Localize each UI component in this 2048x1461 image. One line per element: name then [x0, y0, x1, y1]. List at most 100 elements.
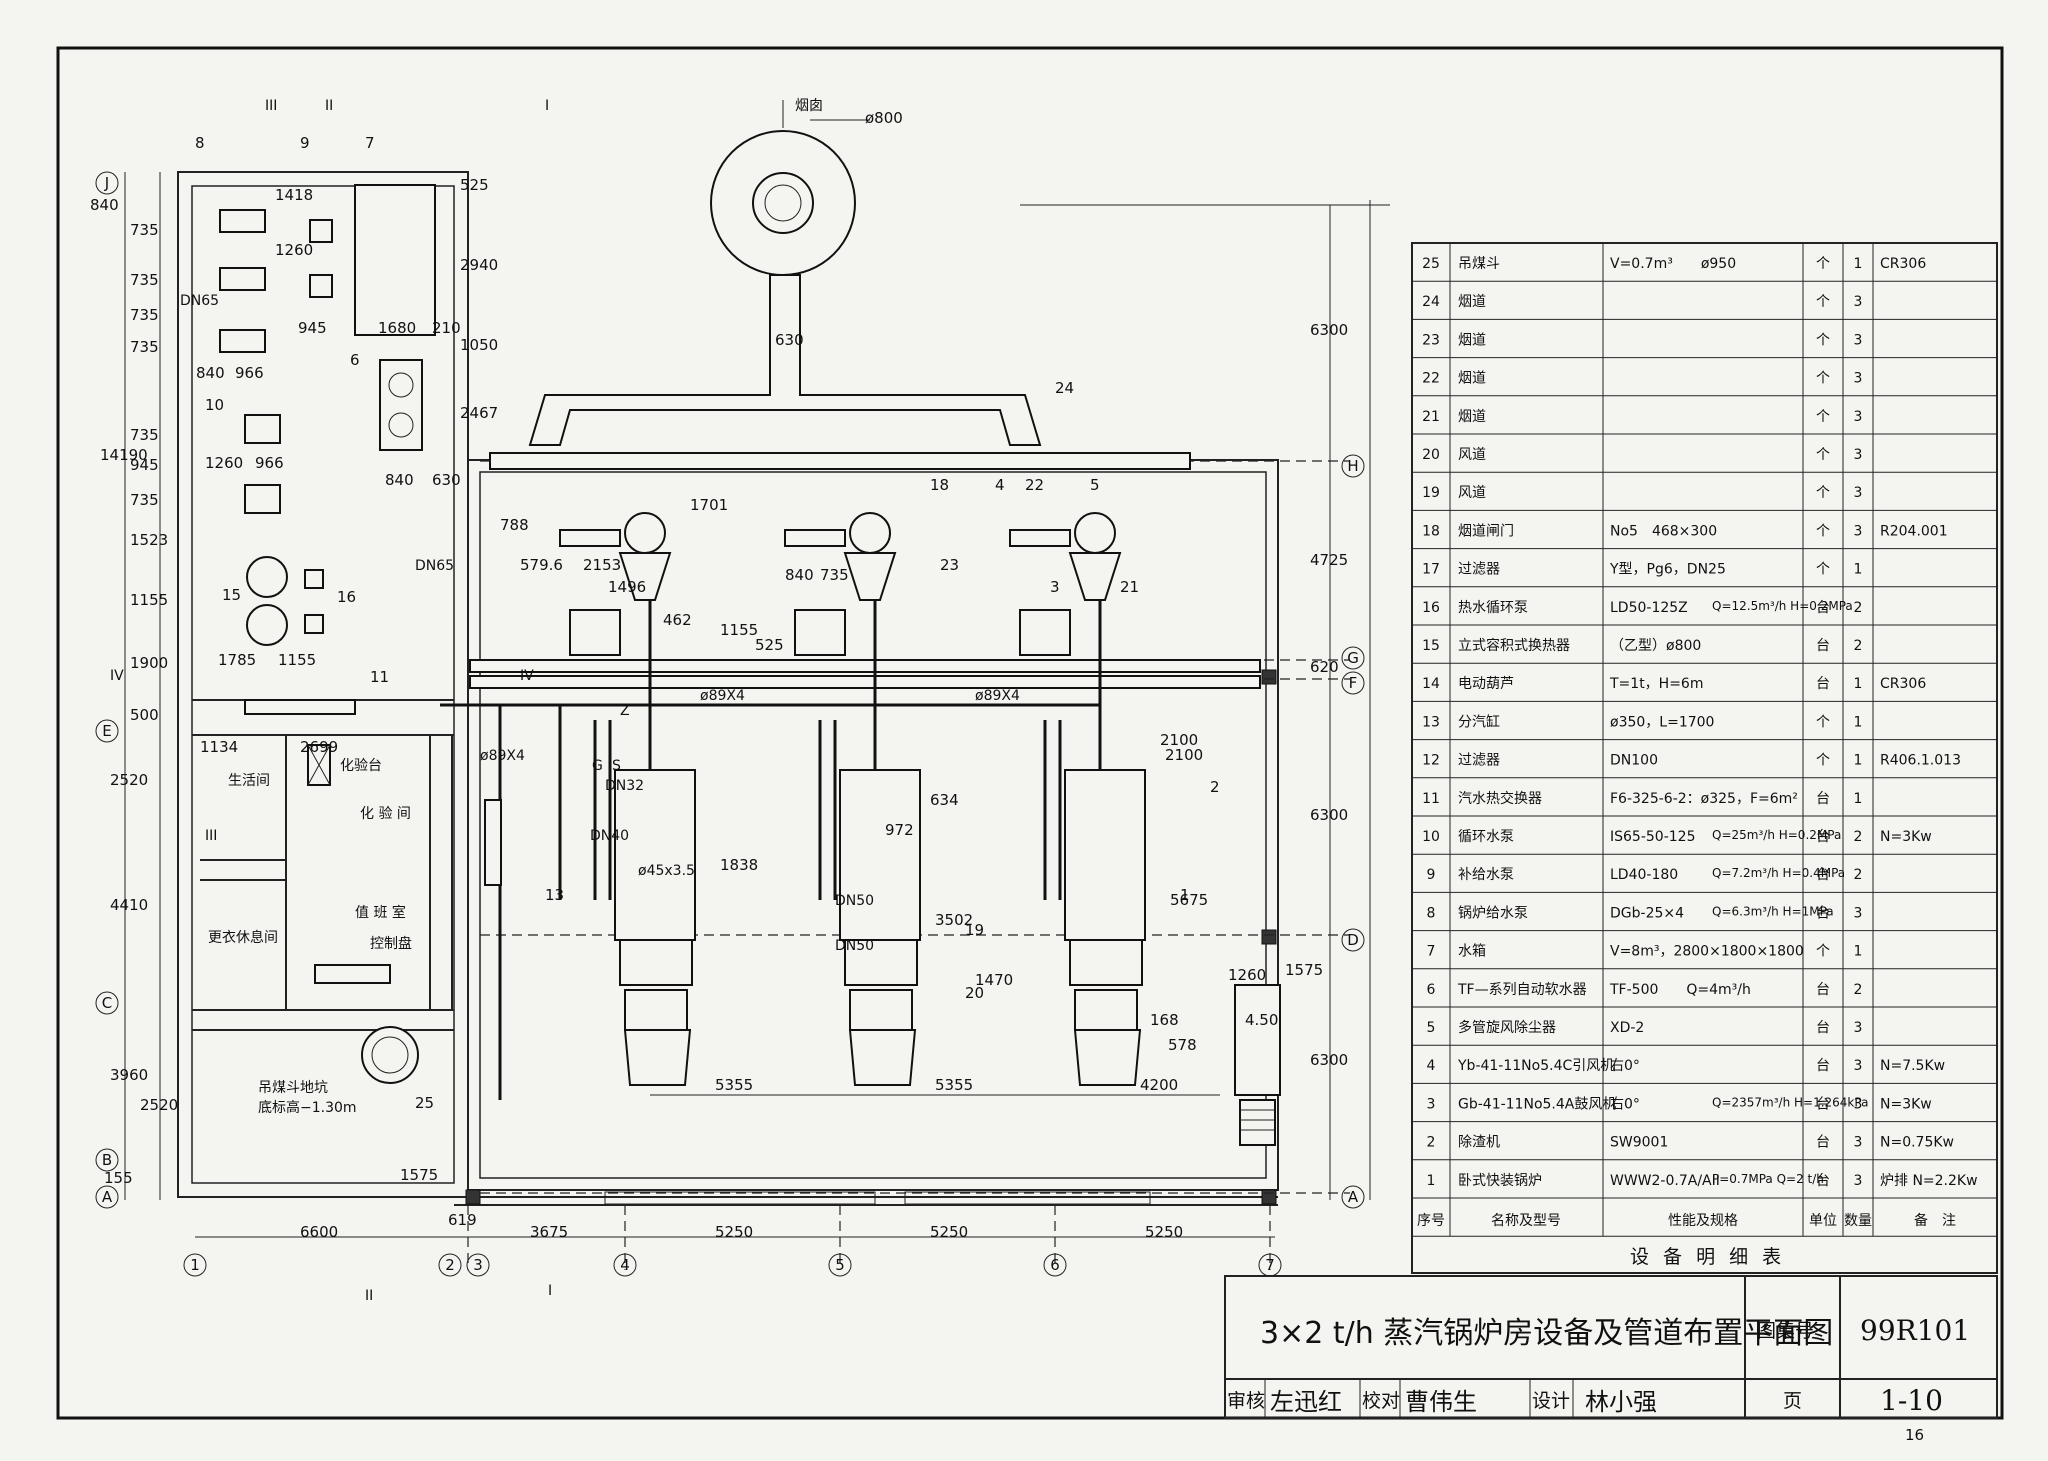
table-row-unit: 台: [1816, 600, 1830, 616]
table-row-qty: 3: [1854, 485, 1863, 501]
table-row-unit: 台: [1816, 676, 1830, 692]
atlas-label: 图集号: [1757, 1320, 1814, 1342]
boiler-unit-2: [784, 512, 921, 1086]
table-row-note: N=7.5Kw: [1880, 1058, 1945, 1074]
svg-text:15: 15: [222, 586, 241, 604]
table-row-spec: SW9001: [1610, 1135, 1668, 1151]
table-row-no: 19: [1422, 485, 1440, 501]
grid-label-e: E: [102, 722, 111, 740]
table-row-unit: 个: [1816, 256, 1830, 272]
grid-label-g: G: [1347, 649, 1359, 667]
grid-label-6: 6: [1050, 1256, 1060, 1274]
dim-misc-11: 462: [663, 611, 692, 629]
table-row-spec: No5 468×300: [1610, 523, 1717, 539]
svg-text:9: 9: [300, 134, 310, 152]
table-row-unit: 个: [1816, 447, 1830, 463]
table-row-spec-detail: Q=6.3m³/h H=1MPa: [1712, 904, 1834, 918]
table-row-spec-detail: Q=2357m³/h H=1.264kPa: [1712, 1095, 1868, 1109]
dim-misc-18: 3502: [935, 911, 973, 929]
table-header-note: 备 注: [1914, 1212, 1956, 1229]
table-row-no: 15: [1422, 638, 1440, 654]
dim-misc-31: ø800: [865, 109, 903, 127]
dim-top-15: 966: [255, 454, 284, 472]
dim-right-2: 4725: [1310, 551, 1348, 569]
table-row-qty: 2: [1854, 600, 1863, 616]
table-row-name: Yb-41-11No5.4C引风机: [1457, 1058, 1614, 1074]
table-row-no: 25: [1422, 256, 1440, 272]
room-life: 生活间: [228, 773, 270, 789]
svg-text:4: 4: [995, 476, 1005, 494]
table-header-qty: 数量: [1844, 1213, 1872, 1229]
grid-label-1: 1: [190, 1256, 200, 1274]
table-row-spec: V=8m³，2800×1800×1800: [1610, 944, 1804, 960]
dim-misc-20: 634: [930, 791, 959, 809]
dim-left-11: 1900: [130, 654, 168, 672]
table-row-note: N=3Kw: [1880, 1096, 1932, 1112]
table-row-unit: 台: [1816, 1058, 1830, 1074]
grid-label-j: J: [104, 174, 109, 192]
pipe-label-2: ø89X4: [975, 688, 1020, 704]
table-row-name: 循环水泵: [1458, 829, 1514, 845]
table-row-unit: 台: [1816, 1135, 1830, 1151]
table-row-qty: 3: [1854, 447, 1863, 463]
grid-axis-labels: J H G F E D C B A A 1 2 3 4 5 6 7: [95, 171, 1365, 1277]
grid-label-c: C: [102, 994, 112, 1012]
dim-left-total: 14190: [100, 446, 148, 464]
dim-right-3: 620: [1310, 658, 1339, 676]
table-row-name: 立式容积式换热器: [1458, 637, 1570, 654]
dim-misc-28: 5355: [715, 1076, 753, 1094]
dim-misc-8: 788: [500, 516, 529, 534]
dim-misc-17: 1838: [720, 856, 758, 874]
grid-label-2: 2: [445, 1256, 455, 1274]
svg-text:22: 22: [1025, 476, 1044, 494]
table-row-note: N=3Kw: [1880, 829, 1932, 845]
table-row-note: CR306: [1880, 676, 1926, 692]
dim-misc-7: 579.6: [520, 556, 563, 574]
table-row-name: 补给水泵: [1458, 867, 1514, 883]
room-panel: 控制盘: [370, 935, 412, 952]
table-row-qty: 2: [1854, 638, 1863, 654]
table-row-no: 18: [1422, 523, 1440, 539]
pipe-labels: ø89X4 ø89X4 ø89X4 DN65 DN65 Z G S DN40 D…: [180, 293, 1020, 954]
pipe-label-4: DN65: [180, 293, 219, 309]
dim-misc-1: 1785: [218, 651, 256, 669]
table-row-qty: 3: [1854, 332, 1863, 348]
table-row-no: 10: [1422, 829, 1440, 845]
dim-misc-30: 4200: [1140, 1076, 1178, 1094]
dim-right-7: 1575: [1285, 961, 1323, 979]
table-row-name: 过滤器: [1458, 753, 1500, 769]
design-label: 设计: [1532, 1390, 1570, 1412]
table-row-no: 4: [1427, 1058, 1436, 1074]
pipe-label-3: ø89X4: [480, 748, 525, 764]
dim-misc-16: 630: [775, 331, 804, 349]
dim-misc-13: 525: [755, 636, 784, 654]
svg-text:8: 8: [195, 134, 205, 152]
dim-left-10: 1155: [130, 591, 168, 609]
review-label: 审核: [1227, 1390, 1265, 1412]
steam-main: [440, 703, 1100, 1100]
svg-text:6: 6: [350, 351, 360, 369]
dim-top-14: 1260: [205, 454, 243, 472]
dim-left-3: 735: [130, 271, 159, 289]
pipe-label-1: ø89X4: [700, 688, 745, 704]
dim-left-9: 1523: [130, 531, 168, 549]
svg-text:1: 1: [1180, 886, 1190, 904]
dim-top-4: 1680: [378, 319, 416, 337]
table-row-no: 11: [1422, 791, 1440, 807]
table-row-qty: 3: [1854, 1173, 1863, 1189]
table-row-no: 24: [1422, 294, 1440, 310]
dim-top-12: 840: [196, 364, 225, 382]
room-labels: 生活间 化验台 化 验 间 更衣休息间 值 班 室 控制盘 吊煤斗地坑 底标高−…: [208, 98, 823, 1116]
grid-label-a-right: A: [1348, 1188, 1359, 1206]
drawing-title: 3×2 t/h 蒸汽锅炉房设备及管道布置平面图: [1260, 1316, 1833, 1351]
dim-top-1: 1418: [275, 186, 313, 204]
dim-bottom-6: 5250: [1145, 1223, 1183, 1241]
svg-text:16: 16: [337, 588, 356, 606]
table-row-unit: 个: [1816, 409, 1830, 425]
table-row-spec: IS65-50-125: [1610, 829, 1695, 845]
dim-right-1: 6300: [1310, 321, 1348, 339]
table-row-qty: 2: [1854, 867, 1863, 883]
table-row-unit: 个: [1816, 753, 1830, 769]
